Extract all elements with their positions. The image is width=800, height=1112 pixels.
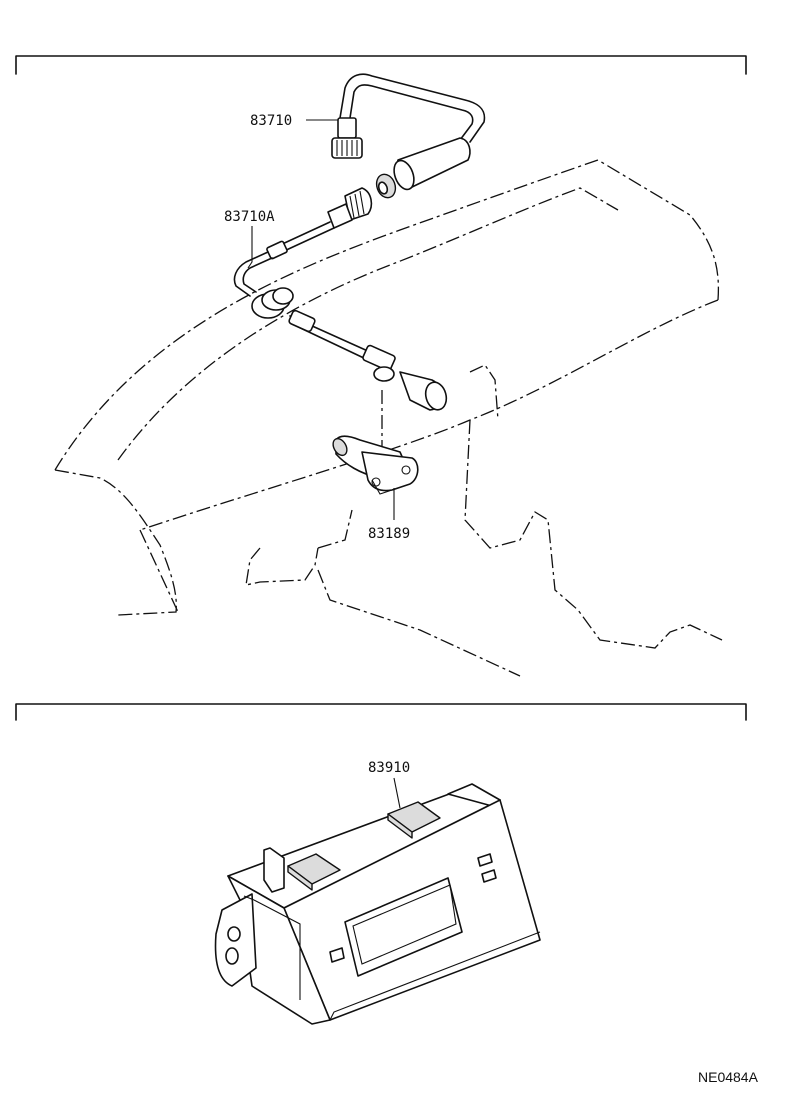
leader-lines xyxy=(247,119,401,809)
figure-code: NE0484A xyxy=(698,1069,759,1085)
part-label-83910: 83910 xyxy=(368,760,410,776)
housing-83910 xyxy=(214,783,541,1025)
cable-83710A xyxy=(233,187,448,411)
part-label-83189: 83189 xyxy=(368,526,410,542)
upper-section-frame xyxy=(15,55,747,75)
part-label-83710: 83710 xyxy=(250,113,292,129)
lower-section-frame xyxy=(15,703,747,721)
instrument-panel-outline xyxy=(54,159,723,677)
cable-83710 xyxy=(331,73,486,199)
part-label-83710A: 83710A xyxy=(224,209,275,225)
sensor-83189 xyxy=(332,435,419,495)
